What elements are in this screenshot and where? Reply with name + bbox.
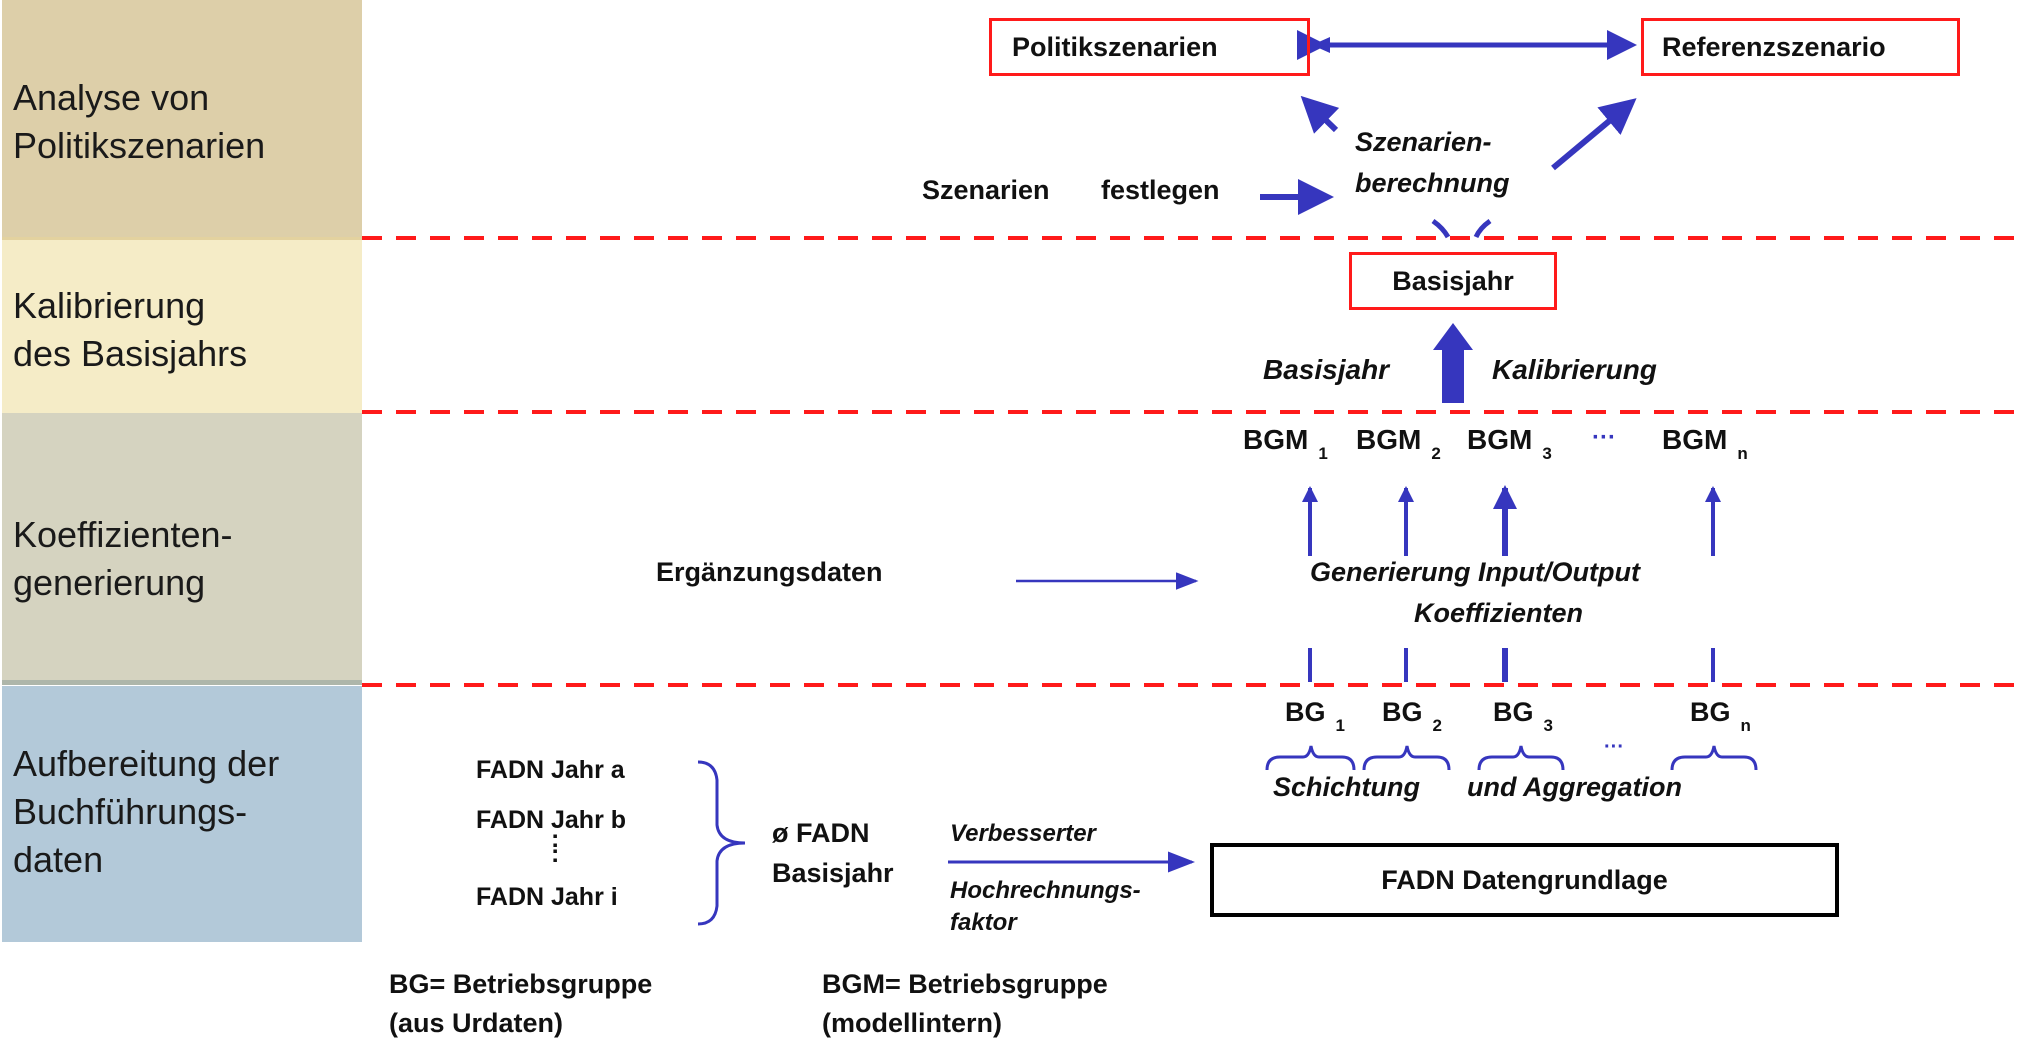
- bg-index: n: [1740, 716, 1751, 735]
- policy-scenarios-box: Politikszenarien: [989, 18, 1310, 76]
- scenario-calculation-line-2: berechnung: [1355, 168, 1510, 198]
- coefficient-generation-line-2: Koeffizienten: [1414, 598, 1584, 628]
- bg-label-2: BG 2: [1382, 697, 1442, 736]
- brace-bg-2: [1362, 745, 1451, 771]
- brace-bg-3: [1477, 745, 1565, 771]
- bgm-label-2: BGM 2: [1356, 424, 1441, 464]
- vertical-dots: :: [551, 825, 560, 853]
- fadn-database-label: FADN Datengrundlage: [1381, 864, 1668, 895]
- bg-label-3: BG 3: [1493, 697, 1553, 736]
- stratification-label-b: und Aggregation: [1467, 772, 1682, 802]
- bgm-name: BGM: [1356, 424, 1422, 455]
- bgm-label-1: BGM 1: [1243, 424, 1328, 464]
- arrow-to-reference: [1551, 98, 1637, 171]
- calibration-right-label: Kalibrierung: [1492, 354, 1657, 385]
- bg-ellipsis: ···: [1604, 736, 1624, 758]
- bgm-label-3: BGM 3: [1467, 424, 1552, 464]
- bg-name: BG: [1493, 697, 1534, 727]
- band-label-policy-analysis: Analyse von Politikszenarien: [13, 77, 266, 166]
- band-label-coefficient-generation: Koeffizienten- generierung: [13, 514, 233, 603]
- bg-index: 1: [1335, 716, 1345, 735]
- policy-scenarios-label: Politikszenarien: [1012, 31, 1218, 62]
- calibration-arrow: [1433, 323, 1473, 403]
- bgm-index: 3: [1542, 444, 1552, 463]
- base-year-label: Basisjahr: [1392, 265, 1514, 296]
- legend-bg-line-2: (aus Urdaten): [389, 1008, 564, 1038]
- merge-tick-right: [1473, 218, 1492, 239]
- brace-fadn-years: [697, 760, 746, 926]
- band-calibration: Kalibrierung des Basisjahrs: [2, 240, 362, 413]
- legend-bgm-line-1: BGM= Betriebsgruppe: [822, 969, 1108, 999]
- reference-scenario-box: Referenzszenario: [1641, 18, 1960, 76]
- bg-index: 2: [1432, 716, 1442, 735]
- bgm-name: BGM: [1467, 424, 1533, 455]
- arrow-to-policy: [1300, 95, 1340, 134]
- stratification-label-a: Schichtung: [1273, 772, 1420, 802]
- average-fadn-line-2: Basisjahr: [772, 858, 894, 888]
- band-label-data-preparation: Aufbereitung der Buchführungs- daten: [13, 743, 280, 880]
- band-label-calibration: Kalibrierung des Basisjahrs: [13, 285, 248, 374]
- bg-index: 3: [1543, 716, 1553, 735]
- band-coefficient-generation: Koeffizienten- generierung: [2, 413, 362, 685]
- fadn-database-box: FADN Datengrundlage: [1210, 843, 1839, 917]
- scenario-calculation-line-1: Szenarien-: [1355, 127, 1492, 157]
- define-scenarios-label-b: festlegen: [1101, 175, 1220, 205]
- bgm-index: 1: [1318, 444, 1328, 463]
- bg-label-1: BG 1: [1285, 697, 1345, 736]
- merge-tick-left: [1431, 218, 1451, 239]
- bgm-name: BGM: [1243, 424, 1309, 455]
- arrowhead-left: [1312, 37, 1330, 53]
- extrapolation-factor-line-3: faktor: [950, 909, 1017, 936]
- band-data-preparation: Aufbereitung der Buchführungs- daten: [2, 686, 362, 942]
- extrapolation-factor-line-2: Hochrechnungs-: [950, 877, 1141, 904]
- define-scenarios-label-a: Szenarien: [922, 175, 1050, 205]
- bg-label-n: BG n: [1690, 697, 1751, 736]
- calibration-left-label: Basisjahr: [1263, 354, 1390, 385]
- legend-bg-line-1: BG= Betriebsgruppe: [389, 969, 653, 999]
- base-year-box: Basisjahr: [1349, 252, 1557, 310]
- bgm-name: BGM: [1662, 424, 1728, 455]
- bg-name: BG: [1382, 697, 1423, 727]
- brace-bg-n: [1670, 745, 1758, 771]
- fadn-year-i: FADN Jahr i: [476, 883, 618, 911]
- bg-name: BG: [1690, 697, 1731, 727]
- bgm-ellipsis: ···: [1592, 424, 1616, 451]
- extrapolation-factor-line-1: Verbesserter: [950, 820, 1096, 847]
- vertical-dots-2: :: [551, 840, 560, 868]
- legend-bgm-line-2: (modellintern): [822, 1008, 1002, 1038]
- reference-scenario-label: Referenzszenario: [1662, 31, 1886, 62]
- bgm-index: 2: [1431, 444, 1441, 463]
- fadn-year-a: FADN Jahr a: [476, 756, 625, 784]
- band-policy-analysis: Analyse von Politikszenarien: [2, 0, 362, 240]
- supplementary-data-label: Ergänzungsdaten: [656, 557, 883, 587]
- bgm-label-n: BGM n: [1662, 424, 1748, 464]
- coefficient-generation-line-1: Generierung Input/Output: [1310, 557, 1640, 587]
- fadn-year-b: FADN Jahr b: [476, 806, 627, 834]
- bg-name: BG: [1285, 697, 1326, 727]
- brace-bg-1: [1265, 745, 1356, 771]
- average-fadn-line-1: ø FADN: [772, 818, 870, 848]
- bgm-index: n: [1737, 444, 1748, 463]
